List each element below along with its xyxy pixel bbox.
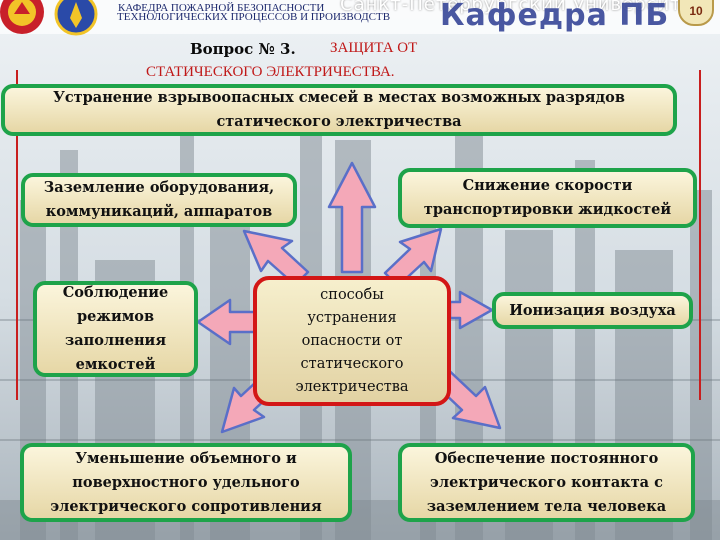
method-bottom-right-text: Обеспечение постоянного электрического к…	[426, 449, 667, 515]
method-mid-left-box: Соблюдение режимов заполнения емкостей	[33, 281, 198, 377]
central-concept-box: способы устранения опасности от статичес…	[253, 276, 451, 406]
method-top-text: Устранение взрывоопасных смесей в местах…	[53, 89, 625, 130]
arrow-up-icon	[327, 161, 377, 274]
emblem-logo-right	[54, 0, 98, 36]
arrow-left-icon	[196, 298, 259, 346]
question-number: Вопрос № 3.	[190, 40, 296, 58]
question-title-line-1: ЗАЩИТА ОТ	[330, 40, 418, 56]
method-upper-right-text: Снижение скорости транспортировки жидкос…	[423, 177, 672, 218]
page-number-badge: 10	[678, 0, 714, 26]
department-line-1: КАФЕДРА ПОЖАРНОЙ БЕЗОПАСНОСТИ	[118, 2, 325, 14]
method-upper-left-box: Заземление оборудования, коммуникаций, а…	[21, 173, 297, 227]
method-bottom-left-text: Уменьшение объемного и поверхностного уд…	[50, 449, 322, 515]
kafedra-title: Кафедра ПБ	[440, 0, 670, 33]
method-upper-right-box: Снижение скорости транспортировки жидкос…	[398, 168, 697, 228]
method-mid-left-text: Соблюдение режимов заполнения емкостей	[62, 284, 169, 373]
department-line-2: ТЕХНОЛОГИЧЕСКИХ ПРОЦЕССОВ И ПРОИЗВОДСТВ	[117, 11, 391, 23]
method-mid-right-text: Ионизация воздуха	[509, 301, 676, 319]
method-bottom-right-box: Обеспечение постоянного электрического к…	[398, 443, 695, 522]
method-upper-left-text: Заземление оборудования, коммуникаций, а…	[43, 179, 275, 220]
method-bottom-left-box: Уменьшение объемного и поверхностного уд…	[20, 443, 352, 522]
method-mid-right-box: Ионизация воздуха	[492, 292, 693, 329]
emblem-logo-left	[0, 0, 44, 34]
question-title-line-2: СТАТИЧЕСКОГО ЭЛЕКТРИЧЕСТВА.	[146, 64, 395, 80]
university-name: Санкт-Петербургский университет	[340, 0, 706, 15]
arrow-right-icon	[448, 290, 494, 330]
method-top-box: Устранение взрывоопасных смесей в местах…	[1, 84, 677, 136]
central-concept-text: способы устранения опасности от статичес…	[295, 286, 409, 395]
